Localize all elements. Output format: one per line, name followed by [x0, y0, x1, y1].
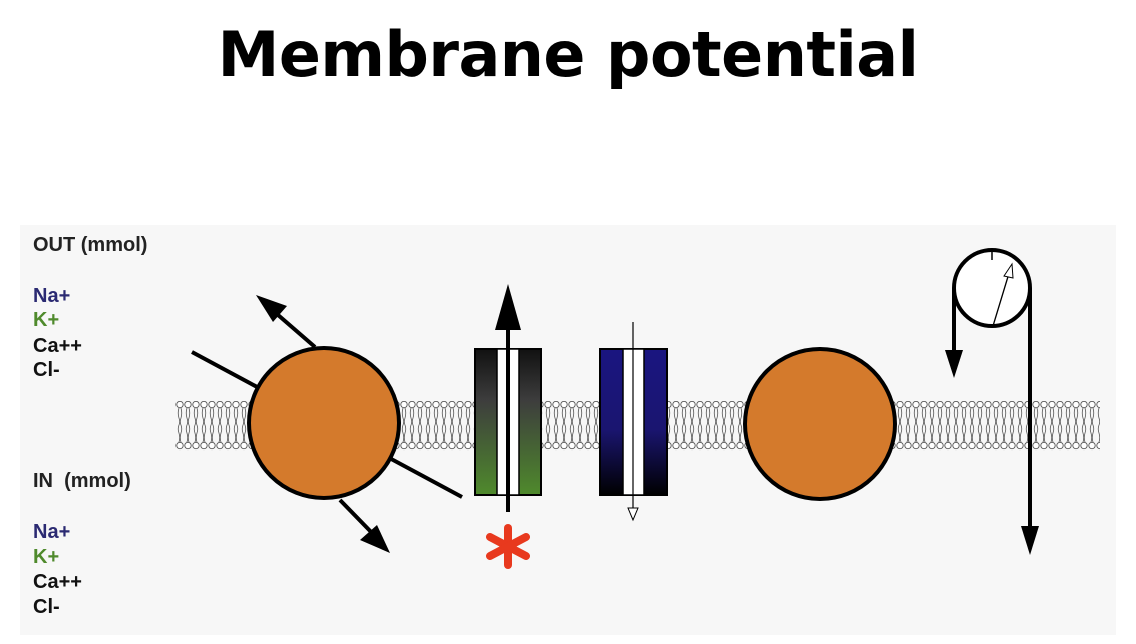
in-k-label: K+ [33, 546, 60, 568]
transporter-circle-icon [191, 295, 463, 553]
in-header: IN (mmol) [33, 470, 131, 492]
na-channel-icon [599, 322, 668, 522]
in-cl-label: Cl- [33, 596, 60, 618]
pump-circle-icon [743, 347, 897, 501]
out-k-label: K+ [33, 309, 60, 331]
in-na-label: Na+ [33, 521, 71, 543]
out-na-label: Na+ [33, 285, 71, 307]
asterisk-mark-icon [486, 524, 530, 569]
in-ca-label: Ca++ [33, 571, 82, 593]
out-header: OUT (mmol) [33, 234, 148, 256]
page-title: Membrane potential [217, 18, 919, 91]
k-channel-icon [474, 284, 542, 512]
out-ca-label: Ca++ [33, 335, 82, 357]
voltmeter-dial-icon [945, 248, 1039, 555]
out-cl-label: Cl- [33, 359, 60, 381]
